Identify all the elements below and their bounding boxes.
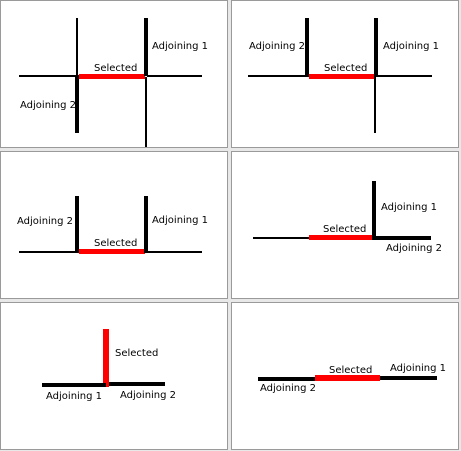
selected-wall: [309, 235, 374, 240]
adjoining-2-wall: [75, 196, 79, 253]
adjoining-2-label: Adjoining 2: [260, 383, 317, 394]
adjoining-2-wall: [375, 236, 431, 240]
wall-horizontal-right: [147, 75, 202, 77]
selected-wall: [103, 329, 109, 387]
diagram-panel-5: Selected Adjoining 1 Adjoining 2: [0, 302, 228, 450]
selected-label: Selected: [94, 238, 138, 249]
diagram-panel-2: Selected Adjoining 1 Adjoining 2: [231, 0, 459, 148]
adjoining-1-label: Adjoining 1: [383, 41, 440, 52]
diagram-panel-4: Selected Adjoining 1 Adjoining 2: [231, 151, 459, 299]
wall-vertical-right-lower: [374, 77, 376, 133]
adjoining-1-label: Adjoining 1: [46, 391, 103, 402]
selected-wall: [315, 375, 380, 381]
adjoining-1-wall: [374, 18, 378, 77]
selected-label: Selected: [115, 348, 159, 359]
selected-label: Selected: [94, 63, 138, 74]
selected-wall: [79, 74, 145, 79]
adjoining-1-label: Adjoining 1: [152, 41, 209, 52]
adjoining-1-label: Adjoining 1: [381, 202, 438, 213]
selected-wall: [309, 74, 375, 79]
diagram-panel-3: Selected Adjoining 1 Adjoining 2: [0, 151, 228, 299]
selected-label: Selected: [323, 224, 367, 235]
selected-label: Selected: [324, 63, 368, 74]
diagram-panel-1: Selected Adjoining 1 Adjoining 2: [0, 0, 228, 148]
wall-horizontal-left: [19, 75, 77, 77]
adjoining-2-label: Adjoining 2: [249, 41, 306, 52]
wall-vertical-right-lower: [145, 77, 147, 147]
adjoining-1-wall: [372, 181, 376, 240]
wall-horizontal-right: [147, 251, 202, 253]
adjoining-2-label: Adjoining 2: [120, 390, 177, 401]
adjoining-1-wall: [144, 18, 148, 76]
wall-horizontal-left: [248, 75, 306, 77]
adjoining-1-label: Adjoining 1: [152, 215, 209, 226]
diagram-panel-6: Selected Adjoining 1 Adjoining 2: [231, 302, 459, 450]
selected-wall: [79, 249, 145, 254]
wall-horizontal-right: [377, 75, 432, 77]
wall-vertical-left-upper: [76, 18, 78, 75]
adjoining-2-label: Adjoining 2: [17, 216, 74, 227]
adjoining-1-label: Adjoining 1: [390, 363, 447, 374]
wall-horizontal-left: [19, 251, 76, 253]
adjoining-2-label: Adjoining 2: [386, 243, 443, 254]
adjoining-1-wall: [380, 376, 437, 380]
adjoining-2-wall: [305, 18, 309, 77]
adjoining-2-wall: [75, 75, 79, 133]
adjoining-2-wall: [109, 382, 165, 386]
adjoining-2-wall: [258, 377, 315, 381]
adjoining-1-wall: [144, 196, 148, 253]
adjoining-1-wall: [42, 383, 106, 387]
adjoining-2-label: Adjoining 2: [20, 100, 77, 111]
wall-horizontal-left: [253, 237, 310, 239]
selected-label: Selected: [329, 365, 373, 376]
